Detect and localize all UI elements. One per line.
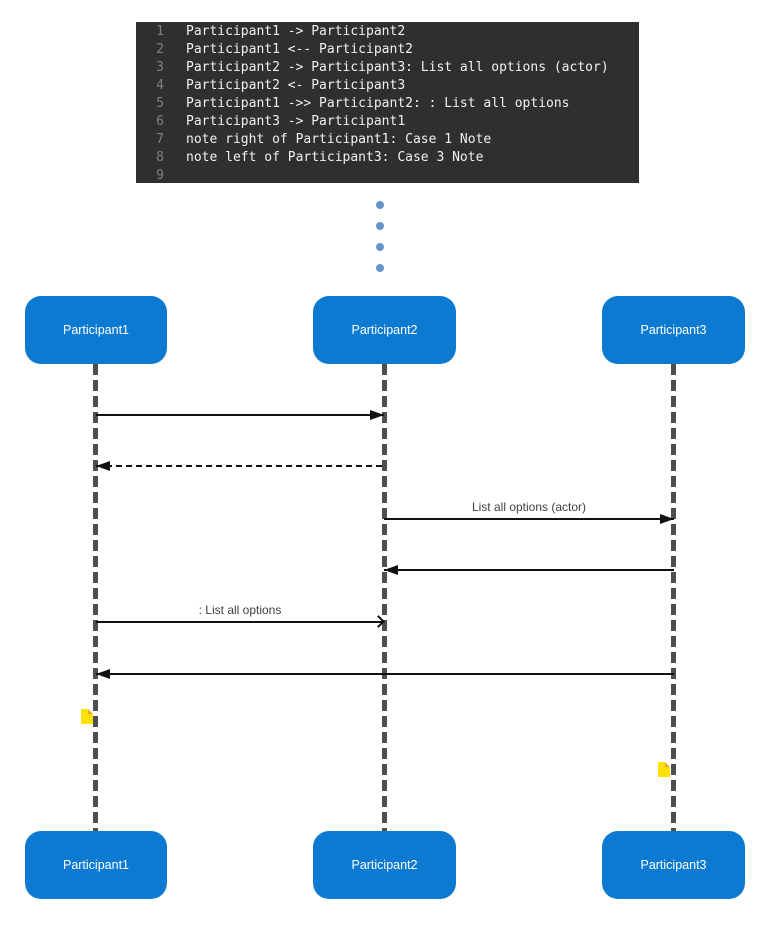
message-label: List all options (actor): [471, 500, 587, 514]
line-code: note left of Participant3: Case 3 Note: [186, 150, 484, 165]
participant-box-top-3: Participant3: [602, 296, 745, 364]
line-code: note right of Participant1: Case 1 Note: [186, 132, 492, 147]
line-code: Participant1 -> Participant2: [186, 24, 406, 39]
filled-arrowhead-icon: [96, 669, 110, 679]
ellipsis-dot: [376, 264, 384, 272]
participant-box-bottom-1: Participant1: [25, 831, 167, 899]
filled-arrowhead-icon: [96, 461, 110, 471]
participant-label: Participant1: [62, 323, 129, 337]
participant-box-top-2: Participant2: [313, 296, 456, 364]
message-arrow-2: [96, 461, 384, 471]
note-fold: [88, 709, 93, 714]
filled-arrowhead-icon: [370, 410, 384, 420]
editor-line[interactable]: 1 Participant1 -> Participant2: [136, 23, 639, 41]
participant-box-top-1: Participant1: [25, 296, 167, 364]
line-code: Participant1 ->> Participant2: : List al…: [186, 96, 570, 111]
lifeline-participant3: [671, 364, 676, 831]
editor-line[interactable]: 3 Participant2 -> Participant3: List all …: [136, 59, 639, 77]
message-arrow-4: [384, 565, 674, 575]
message-arrow-3: List all options (actor): [384, 500, 674, 524]
participant-box-bottom-3: Participant3: [602, 831, 745, 899]
line-number: 9: [156, 168, 164, 183]
editor-line[interactable]: 7 note right of Participant1: Case 1 Note: [136, 131, 639, 149]
filled-arrowhead-icon: [660, 514, 674, 524]
participant-label: Participant3: [640, 323, 707, 337]
line-number: 4: [156, 78, 164, 93]
editor-line[interactable]: 2 Participant1 <-- Participant2: [136, 41, 639, 59]
ellipsis-dot: [376, 222, 384, 230]
editor-line[interactable]: 5 Participant1 ->> Participant2: : List a…: [136, 95, 639, 113]
participant-label: Participant1: [62, 858, 129, 872]
note-icon[interactable]: [658, 762, 670, 777]
participant-label: Participant2: [351, 323, 418, 337]
editor-line[interactable]: 6 Participant3 -> Participant1: [136, 113, 639, 131]
participant-label: Participant2: [351, 858, 418, 872]
line-number: 2: [156, 42, 164, 57]
line-number: 6: [156, 114, 164, 129]
line-number: 5: [156, 96, 164, 111]
message-arrow-1: [96, 410, 384, 420]
editor-line[interactable]: 8 note left of Participant3: Case 3 Note: [136, 149, 639, 167]
participant-label: Participant3: [640, 858, 707, 872]
lifeline-participant1: [93, 364, 98, 831]
line-code: Participant3 -> Participant1: [186, 114, 406, 129]
lifeline-participant2: [382, 364, 387, 831]
filled-arrowhead-icon: [384, 565, 398, 575]
participant-box-bottom-2: Participant2: [313, 831, 456, 899]
line-code: Participant2 -> Participant3: List all o…: [186, 60, 609, 75]
message-arrow-6: [96, 669, 674, 679]
line-code: Participant1 <-- Participant2: [186, 42, 413, 57]
message-arrow-5: : List all options: [96, 603, 385, 628]
editor-line[interactable]: 9: [136, 167, 639, 185]
editor-line[interactable]: 4 Participant2 <- Participant3: [136, 77, 639, 95]
line-number: 3: [156, 60, 164, 75]
note-icon[interactable]: [81, 709, 93, 724]
line-number: 8: [156, 150, 164, 165]
ellipsis-dot: [376, 201, 384, 209]
note-fold: [665, 762, 670, 767]
line-code: Participant2 <- Participant3: [186, 78, 406, 93]
line-number: 7: [156, 132, 164, 147]
line-code: [164, 167, 186, 185]
message-label: : List all options: [198, 603, 282, 617]
line-number: 1: [156, 24, 164, 39]
ellipsis-dot: [376, 243, 384, 251]
